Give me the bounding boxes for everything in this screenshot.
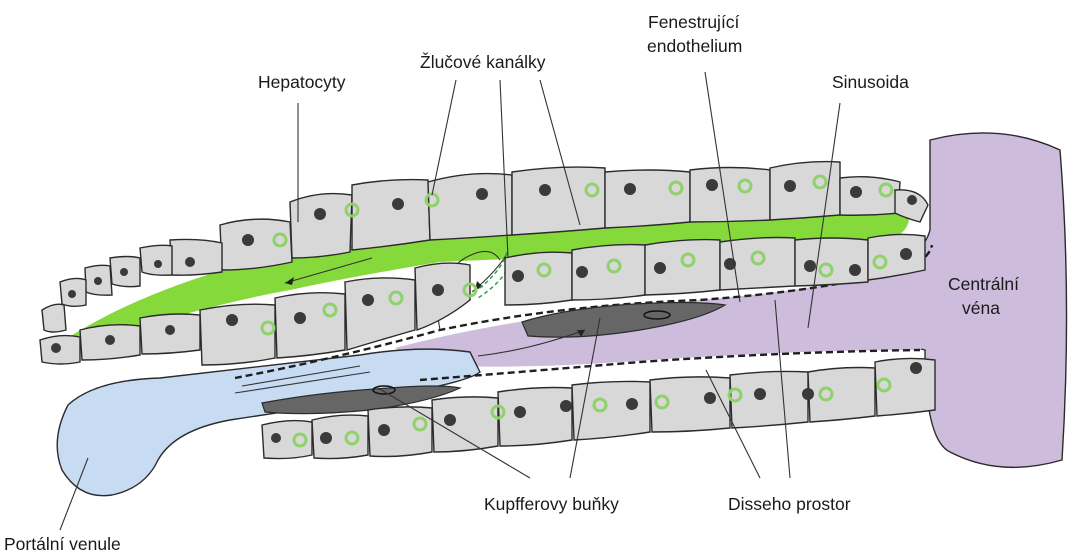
label-central-vein-2: véna [962, 298, 1000, 318]
label-bile-canaliculi: Žlučové kanálky [420, 52, 546, 72]
label-portal: Portální venule [4, 534, 121, 554]
label-fenestrated-1: Fenestrující [648, 12, 740, 32]
label-fenestrated-2: endothelium [647, 36, 742, 56]
label-central-vein-1: Centrální [948, 274, 1019, 294]
label-hepatocytes: Hepatocyty [258, 72, 346, 92]
label-kupffer: Kupfferovy buňky [484, 494, 619, 514]
label-disse: Disseho prostor [728, 494, 851, 514]
label-sinusoid: Sinusoida [832, 72, 909, 92]
